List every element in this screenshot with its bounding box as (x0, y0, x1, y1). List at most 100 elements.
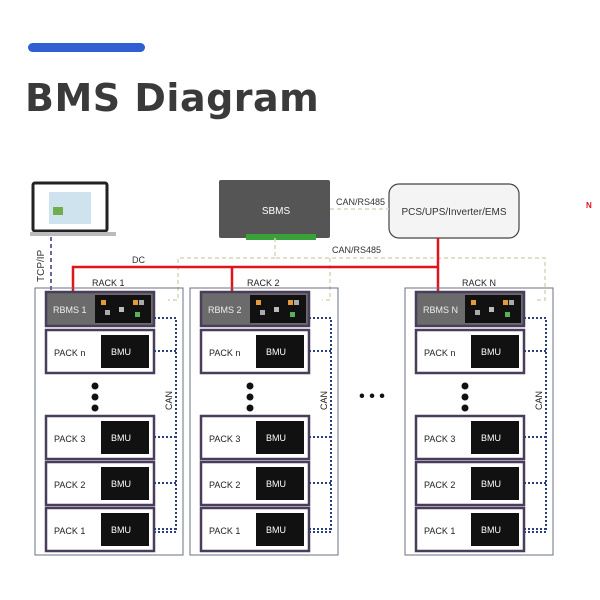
chip-icon (135, 312, 140, 317)
pcs-box: PCS/UPS/Inverter/EMS (388, 183, 520, 239)
pack-box: PACK 1 BMU (414, 506, 546, 553)
pack-label: PACK 3 (209, 434, 240, 444)
pack-box: PACK 1 BMU (44, 506, 176, 553)
rack-label: RACK 1 (92, 278, 125, 288)
bmu-module (256, 513, 304, 546)
more-packs-dot (461, 393, 469, 401)
pack-box: PACK 2 BMU (414, 460, 546, 507)
chip-icon (101, 300, 106, 305)
chip-icon (489, 307, 494, 312)
accent-bar (28, 43, 145, 52)
can-link (309, 317, 332, 533)
bmu-label: BMU (266, 433, 286, 443)
rbms-label: RBMS N (423, 305, 458, 315)
rack-frame (404, 287, 554, 556)
chip-icon (288, 300, 293, 305)
more-packs-dot (461, 382, 469, 390)
tcp-ip-label: TCP/IP (36, 249, 47, 282)
bmu-module (471, 513, 519, 546)
rbms-label: RBMS 1 (53, 305, 87, 315)
chip-icon (274, 307, 279, 312)
sbms-label: SBMS (262, 206, 291, 217)
stray-n-label: N (586, 201, 592, 210)
can-rs485-bus-rack2 (322, 258, 331, 301)
chip-icon (260, 310, 265, 315)
rack: RACK 1 RBMS 1 CAN PACK n BMU PACK 3 BMU PACK 2 B… (34, 278, 184, 556)
pack-box: PACK 2 BMU (44, 460, 176, 507)
pack-label: PACK n (54, 348, 85, 358)
bmu-label: BMU (266, 347, 286, 357)
more-packs-dot (91, 393, 99, 401)
pack-label: PACK 1 (209, 526, 240, 536)
bmu-label: BMU (111, 433, 131, 443)
pack-label: PACK 3 (54, 434, 85, 444)
more-packs-dot (91, 404, 99, 412)
bmu-label: BMU (111, 479, 131, 489)
bmu-module (101, 513, 149, 546)
chip-icon (505, 312, 510, 317)
pack-box: PACK 3 BMU (199, 414, 331, 461)
rack-ellipsis: • • • (359, 388, 385, 405)
bmu-module (256, 335, 304, 368)
bmu-module (471, 421, 519, 454)
bmu-label: BMU (266, 479, 286, 489)
pack-label: PACK 2 (54, 480, 85, 490)
can-label: CAN (164, 391, 174, 410)
pack-label: PACK n (424, 348, 455, 358)
pack-label: PACK 1 (54, 526, 85, 536)
page-title: BMS Diagram (25, 76, 320, 120)
bmu-module (256, 467, 304, 500)
bmu-module (256, 421, 304, 454)
pack-box: PACK n BMU (414, 328, 546, 375)
pack-box: PACK n BMU (44, 328, 176, 375)
rbms-label: RBMS 2 (208, 305, 242, 315)
more-packs-dot (246, 382, 254, 390)
chip-icon (256, 300, 261, 305)
can-rs485-bus-label: CAN/RS485 (332, 245, 381, 255)
chip-icon (105, 310, 110, 315)
bmu-label: BMU (111, 525, 131, 535)
can-link (524, 317, 547, 533)
chip-icon (503, 300, 508, 305)
can-rs485-top-label: CAN/RS485 (336, 197, 385, 207)
pack-box: PACK 2 BMU (199, 460, 331, 507)
pack-box: PACK 3 BMU (44, 414, 176, 461)
bmu-label: BMU (481, 525, 501, 535)
bmu-module (101, 467, 149, 500)
can-label: CAN (319, 391, 329, 410)
pack-label: PACK 1 (424, 526, 455, 536)
can-label: CAN (534, 391, 544, 410)
rack-label: RACK 2 (247, 278, 280, 288)
dc-label: DC (132, 255, 145, 265)
bmu-module (471, 467, 519, 500)
more-packs-dot (461, 404, 469, 412)
pcs-label: PCS/UPS/Inverter/EMS (401, 207, 506, 218)
more-packs-dot (246, 404, 254, 412)
chip-icon (471, 300, 476, 305)
bmu-module (471, 335, 519, 368)
dc-bus (71, 265, 438, 292)
can-link (154, 317, 177, 533)
bmu-label: BMU (481, 433, 501, 443)
bmu-label: BMU (111, 347, 131, 357)
rack-frame (189, 287, 339, 556)
can-rs485-bus (274, 238, 546, 301)
pack-label: PACK 2 (209, 480, 240, 490)
laptop-icon (30, 181, 116, 236)
chip-icon (294, 300, 299, 305)
rack-frame (34, 287, 184, 556)
bmu-module (101, 421, 149, 454)
can-rs485-bus-left (168, 257, 275, 301)
bmu-label: BMU (481, 479, 501, 489)
chip-icon (139, 300, 144, 305)
sbms-device: SBMS (219, 180, 330, 240)
pack-label: PACK 2 (424, 480, 455, 490)
rack-label: RACK N (462, 278, 496, 288)
bmu-label: BMU (481, 347, 501, 357)
